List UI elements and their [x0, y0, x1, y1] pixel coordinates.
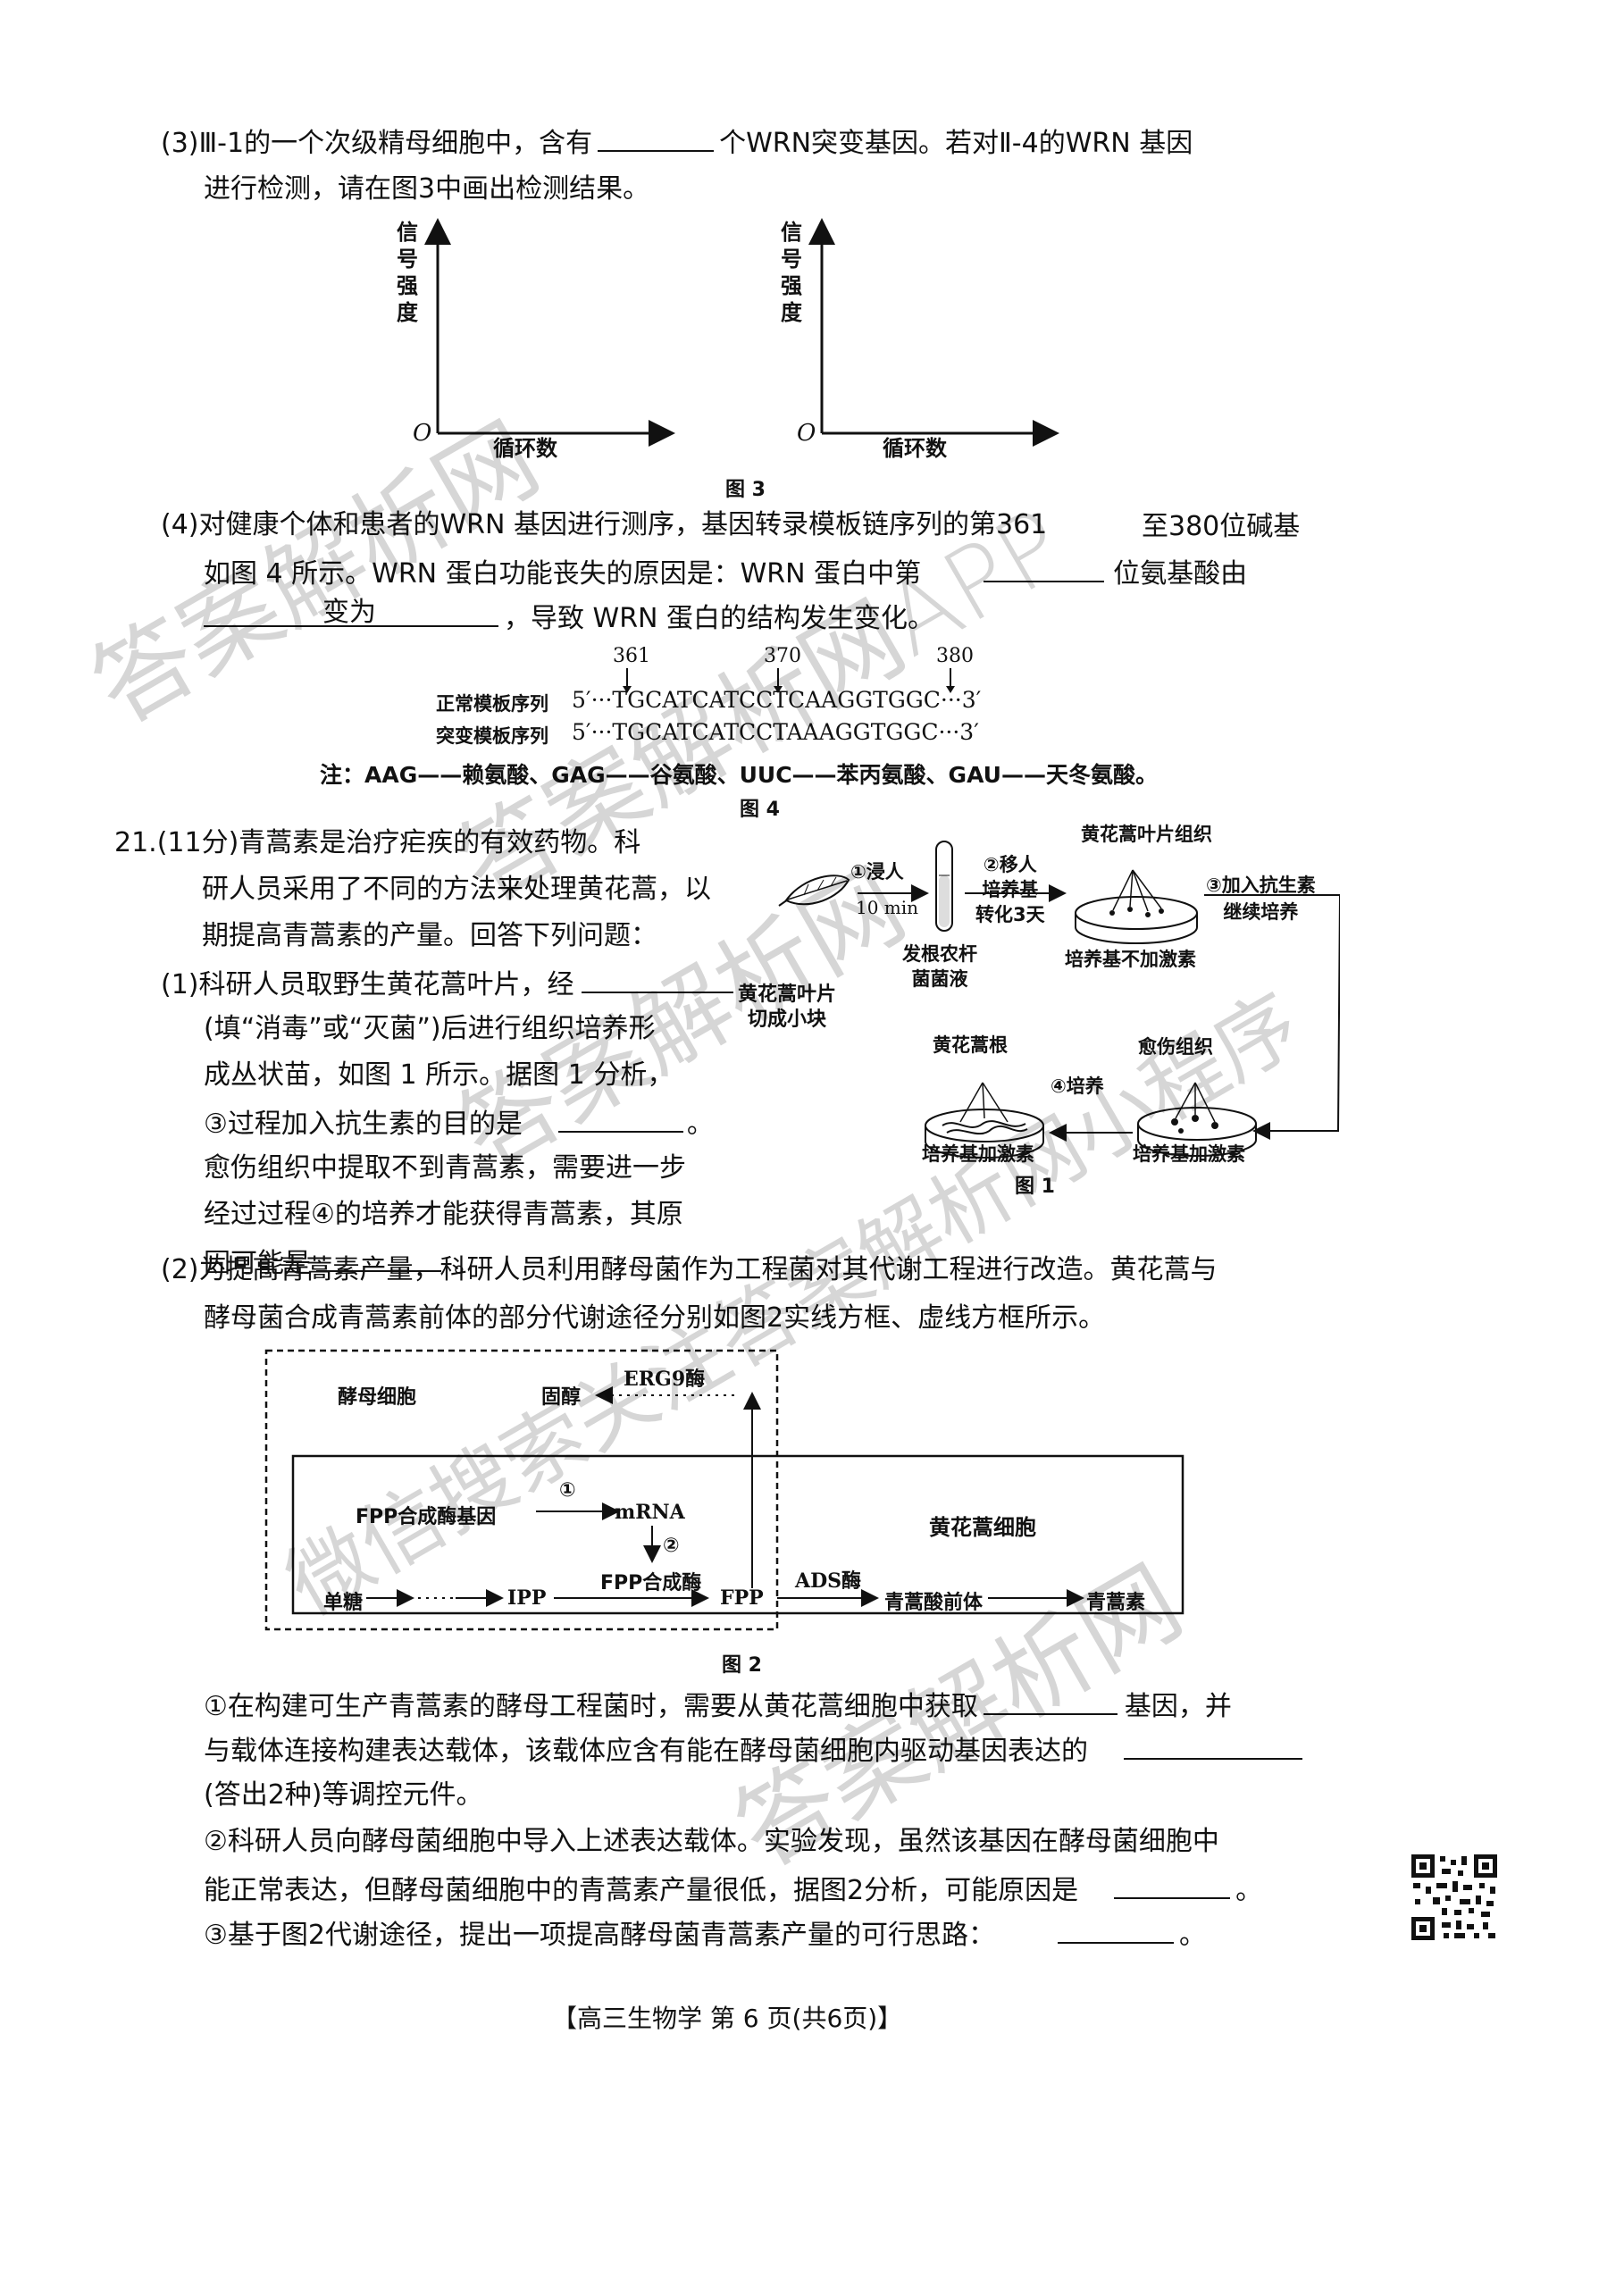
fig2-mrna: mRNA — [615, 1501, 685, 1524]
petri-dish-3 — [925, 1082, 1044, 1159]
q21-reason-blank[interactable] — [316, 1243, 441, 1272]
fig1-leaf-label: 黄花蒿叶片切成小块 — [738, 983, 837, 1031]
q4-line1a: (4)对健康个体和患者的WRN 基因进行测序，基因转录模板链序列的第361 — [161, 509, 1048, 540]
fig3-left-xlabel: 循环数 — [493, 436, 557, 461]
fig4-normal-label: 正常模板序列 — [436, 693, 548, 715]
fig1-dish3-bottom: 培养基加激素 — [922, 1143, 1034, 1165]
fig2-artemisia-label: 黄花蒿细胞 — [929, 1515, 1036, 1540]
fig2-caption: 图 2 — [722, 1654, 762, 1677]
petri-dish-2 — [1137, 1082, 1257, 1157]
fig1-step3: ③加入抗生素继续培养 — [1206, 875, 1316, 923]
q2-reason-blank[interactable] — [1114, 1870, 1231, 1899]
q21-p1-line7: 因可能是。 — [204, 1243, 481, 1282]
fig1-tube-label: 发根农杆菌菌液 — [902, 943, 977, 990]
fig2-ads: ADS酶 — [795, 1569, 862, 1593]
fig2-precursor: 青蒿酸前体 — [884, 1592, 984, 1614]
fig2-circle-1: ① — [559, 1479, 576, 1502]
q21-p1-line1: (1)科研人员取野生黄花蒿叶片，经 — [161, 965, 733, 1003]
q21-p1-line4: ③过程加入抗生素的目的是。 — [204, 1104, 714, 1142]
fig2-artemisinin: 青蒿素 — [1086, 1592, 1146, 1614]
fig2-ipp: IPP — [507, 1586, 547, 1610]
fig4-normal-seq: 5′···TGCATCATCCTCAAGGTGGC···3′ — [572, 687, 982, 713]
leaf-icon — [778, 875, 850, 907]
fig1-dish1-top: 黄花蒿叶片组织 — [1081, 824, 1212, 845]
fig3-right-origin: O — [797, 420, 816, 447]
q3-line1: (3)Ⅲ-1的一个次级精母细胞中，含有个WRN突变基因。若对Ⅱ-4的WRN 基因 — [161, 123, 1193, 162]
q2-promoter-blank[interactable] — [1124, 1731, 1302, 1760]
q21-antibiotic-blank[interactable] — [557, 1104, 683, 1133]
fig2-fpp: FPP — [720, 1586, 764, 1610]
fig2-fpp-enzyme: FPP合成酶 — [600, 1572, 702, 1594]
fig4-note: 注：AAG——赖氨酸、GAG——谷氨酸、UUC——苯丙氨酸、GAU——天冬氨酸。 — [320, 762, 1158, 788]
fig2-circle-2: ② — [663, 1535, 680, 1557]
q3-answer-blank[interactable] — [598, 123, 715, 152]
q2-c-line1: ③基于图2代谢途径，提出一项提高酵母菌青蒿素产量的可行思路：。 — [204, 1915, 1206, 1954]
q21-line2: 研人员采用了不同的方法来处理黄花蒿，以 — [202, 874, 711, 905]
fig4-arrows — [623, 668, 955, 693]
fig4-pos-380: 380 — [936, 645, 974, 667]
fig1-dish3-top: 黄花蒿根 — [933, 1034, 1008, 1056]
figure-3 — [424, 218, 1059, 447]
q4-amino-blank[interactable]: 变为 — [204, 597, 498, 628]
test-tube-icon — [935, 841, 953, 932]
fig1-step1: ①浸人 — [850, 861, 904, 883]
fig4-pos-370: 370 — [764, 645, 801, 667]
q21-p1-line2: (填“消毒”或“灭菌”)后进行组织培养形 — [204, 1013, 656, 1044]
q4-line2: 如图 4 所示。WRN 蛋白功能丧失的原因是：WRN 蛋白中第位氨基酸由 — [204, 554, 1247, 592]
q4-line3: 变为，导致 WRN 蛋白的结构发生变化。 — [204, 597, 934, 637]
q2-idea-blank[interactable] — [1057, 1915, 1174, 1944]
q3-line2: 进行检测，请在图3中画出检测结果。 — [204, 173, 650, 205]
fig3-right-xlabel: 循环数 — [883, 436, 947, 461]
fig2-fpp-gene: FPP合成酶基因 — [356, 1506, 497, 1528]
fig3-left-origin: O — [413, 420, 432, 447]
fig1-dish2-bottom: 培养基加激素 — [1133, 1143, 1245, 1165]
fig2-yeast-label: 酵母细胞 — [338, 1386, 417, 1409]
fig4-caption: 图 4 — [740, 799, 780, 821]
q2-b-line1: ②科研人员向酵母菌细胞中导入上述表达载体。实验发现，虽然该基因在酵母菌细胞中 — [204, 1826, 1219, 1857]
qr-code-icon[interactable] — [1410, 1853, 1499, 1942]
q4-line1b: 至380位碱基 — [1142, 511, 1301, 542]
q2-b-line2: 能正常表达，但酵母菌细胞中的青蒿素产量很低，据图2分析，可能原因是。 — [204, 1870, 1262, 1909]
q21-p1-line5: 愈伤组织中提取不到青蒿素，需要进一步 — [204, 1152, 686, 1184]
figure-2 — [264, 1349, 1185, 1631]
fig1-caption: 图 1 — [1015, 1176, 1055, 1198]
q2-a-line1: ①在构建可生产青蒿素的酵母工程菌时，需要从黄花蒿细胞中获取基因，并 — [204, 1686, 1232, 1725]
q21-p1-line6: 经过过程④的培养才能获得青蒿素，其原 — [204, 1199, 683, 1230]
q4-position-blank[interactable] — [984, 554, 1105, 582]
q21-p2-line2: 酵母菌合成青蒿素前体的部分代谢途径分别如图2实线方框、虚线方框所示。 — [204, 1302, 1106, 1334]
fig4-mutant-seq: 5′···TGCATCATCCTAAAGGTGGC···3′ — [572, 719, 979, 745]
q21-sterilize-blank[interactable] — [581, 965, 733, 993]
q21-p2-line1: (2)为提高青蒿素产量，科研人员利用酵母菌作为工程菌对其代谢工程进行改造。黄花蒿… — [161, 1254, 1218, 1285]
q21-line1: 21.(11分)青蒿素是治疗疟疾的有效药物。科 — [114, 827, 641, 858]
q2-a-line3: (答出2种)等调控元件。 — [204, 1779, 483, 1811]
q2-a-line2: 与载体连接构建表达载体，该载体应含有能在酵母菌细胞内驱动基因表达的 — [204, 1731, 1302, 1770]
fig3-right-ylabel: 信号强度 — [781, 220, 802, 325]
fig4-mutant-label: 突变模板序列 — [436, 725, 548, 747]
fig1-step1-time: 10 min — [856, 897, 919, 918]
fig2-sterol: 固醇 — [541, 1386, 582, 1409]
q21-p1-line3: 成丛状苗，如图 1 所示。据图 1 分析， — [204, 1059, 674, 1091]
petri-dish-1 — [1075, 869, 1198, 944]
fig1-step4: ④培养 — [1051, 1075, 1104, 1097]
fig1-step2: ②移人培养基转化3天 — [975, 854, 1045, 925]
fig1-dish1-bottom: 培养基不加激素 — [1065, 949, 1196, 970]
fig2-erg9: ERG9酶 — [624, 1368, 706, 1391]
artemisia-cell-box — [291, 1454, 1185, 1615]
yeast-cell-box — [264, 1349, 779, 1631]
fig3-left-ylabel: 信号强度 — [397, 220, 418, 325]
figure-1 — [778, 841, 1340, 1159]
page-footer: 【高三生物学 第 6 页(共6页)】 — [552, 2004, 903, 2033]
fig4-pos-361: 361 — [613, 645, 650, 667]
q21-line3: 期提高青蒿素的产量。回答下列问题： — [202, 920, 657, 951]
fig1-dish2-top: 愈伤组织 — [1138, 1036, 1213, 1058]
q2-gene-blank[interactable] — [983, 1686, 1118, 1715]
fig2-sugar: 单糖 — [323, 1592, 364, 1614]
fig3-caption: 图 3 — [725, 479, 766, 501]
